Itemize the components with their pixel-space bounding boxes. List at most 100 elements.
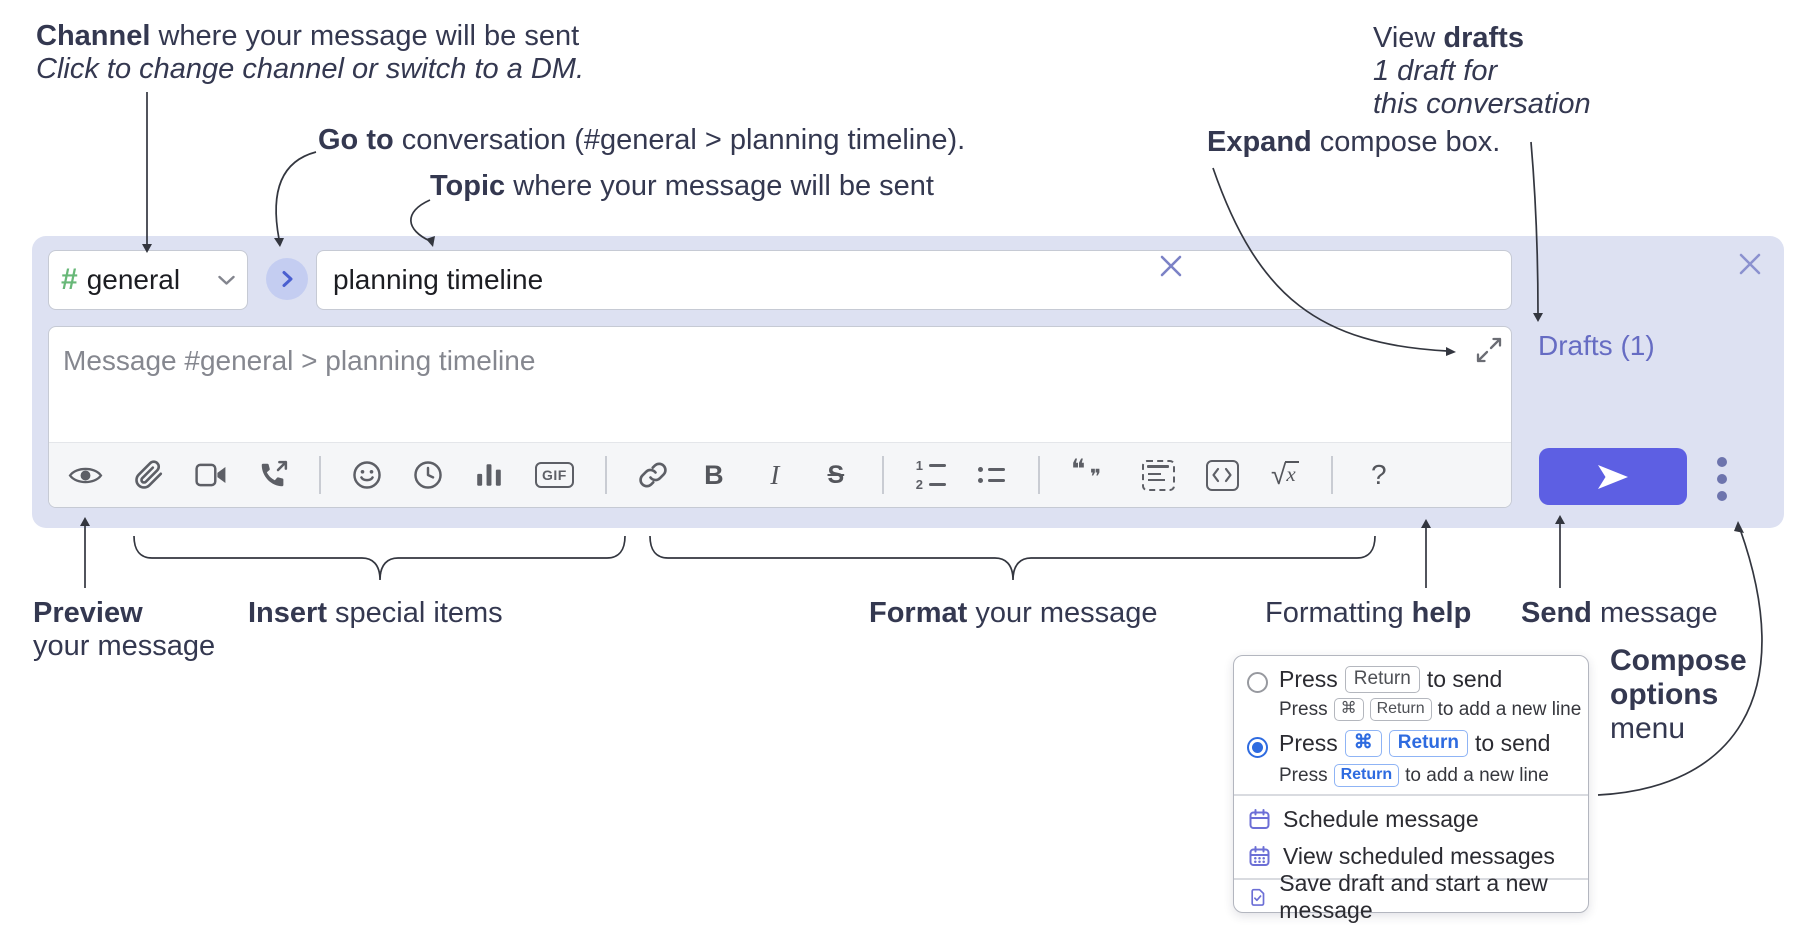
view-drafts-pre: View — [1373, 22, 1444, 54]
topic-leader-line — [410, 199, 431, 242]
compose-close-button[interactable] — [1734, 248, 1766, 280]
format-annotation: Format your message — [869, 597, 1158, 630]
toolbar-divider — [1037, 456, 1040, 494]
insert-annotation-bold: Insert — [248, 597, 327, 629]
topic-annotation-bold: Topic — [430, 170, 506, 202]
toolbar-divider — [1330, 456, 1333, 494]
italic-button[interactable]: I — [760, 453, 790, 497]
eye-icon — [68, 467, 103, 483]
menu-item-label: View scheduled messages — [1283, 842, 1555, 869]
option2-subtext: Press Return to add a new line — [1279, 764, 1549, 787]
expand-diagonal-icon — [1476, 337, 1502, 363]
goto-leader-line — [275, 151, 317, 240]
option1-press: Press — [1279, 666, 1338, 692]
compose-options-button[interactable] — [1716, 457, 1728, 537]
menu-item-view-scheduled[interactable]: View scheduled messages — [1234, 838, 1588, 874]
preview-button[interactable] — [68, 453, 103, 497]
audio-call-button[interactable] — [258, 453, 288, 497]
menu-divider — [1234, 878, 1588, 880]
bulleted-list-icon — [978, 467, 1006, 483]
emoji-button[interactable] — [352, 453, 382, 497]
compose-options-line2: options — [1610, 678, 1719, 711]
time-button[interactable] — [413, 453, 443, 497]
olist-num-2: 2 — [915, 477, 923, 492]
spoiler-button[interactable] — [1141, 453, 1175, 497]
strikethrough-icon: S — [827, 460, 845, 489]
preview-annotation-bold: Preview — [33, 597, 143, 629]
channel-annotation-rest: where your message will be sent — [150, 20, 580, 52]
compose-options-line1: Compose — [1610, 644, 1747, 677]
kbd-return: Return — [1369, 698, 1432, 721]
calendar-icon — [1249, 808, 1270, 829]
bulleted-list-button[interactable] — [977, 453, 1007, 497]
radio-cmd-return-to-send[interactable] — [1247, 737, 1268, 758]
compose-options-line3: menu — [1610, 712, 1686, 745]
formatting-help-pre: Formatting — [1265, 597, 1412, 629]
quote-close-glyph: ❞ — [1089, 466, 1102, 489]
option1-tail: to send — [1426, 666, 1503, 692]
option2-tail: to send — [1475, 730, 1551, 756]
topic-input-value: planning timeline — [333, 264, 544, 295]
view-drafts-line3: this conversation — [1373, 88, 1591, 120]
kbd-return: Return — [1344, 666, 1420, 693]
send-annotation-rest: message — [1591, 597, 1718, 629]
drafts-link[interactable]: Drafts (1) — [1538, 330, 1655, 361]
menu-item-save-draft[interactable]: Save draft and start a new message — [1234, 870, 1588, 923]
channel-name: general — [86, 264, 181, 295]
quote-icon: ❝ ❞ — [1071, 454, 1111, 492]
sqrt-x-glyph: x — [1285, 461, 1299, 485]
formatting-help-annotation: Formatting help — [1265, 597, 1471, 630]
attach-file-button[interactable] — [134, 453, 164, 497]
option1-subtext: Press ⌘ Return to add a new line — [1279, 698, 1581, 721]
preview-annotation-line2: your message — [33, 630, 216, 662]
send-annotation-bold: Send — [1521, 597, 1592, 629]
poll-button[interactable] — [474, 453, 504, 497]
math-sqrt-icon: √ x — [1271, 461, 1299, 489]
insert-annotation-rest: special items — [326, 597, 503, 629]
send-button[interactable] — [1539, 448, 1687, 505]
radio-return-to-send[interactable] — [1247, 672, 1268, 693]
kebab-dot — [1717, 491, 1727, 501]
olist-num-1: 1 — [915, 458, 923, 473]
send-icon — [1598, 464, 1628, 489]
code-button[interactable] — [1205, 453, 1239, 497]
expand-compose-button[interactable] — [1475, 336, 1505, 366]
option-return-to-send[interactable]: Press Return to send — [1279, 666, 1502, 693]
topic-annotation: Topic where your message will be sent — [430, 170, 934, 203]
topic-input[interactable]: planning timeline — [316, 250, 1512, 310]
option2-sub-press: Press — [1279, 764, 1328, 786]
preview-annotation: Preview your message — [33, 597, 215, 663]
clear-x-icon — [1160, 255, 1182, 277]
go-to-conversation-button[interactable] — [266, 258, 308, 300]
gif-button[interactable]: GIF — [535, 453, 574, 497]
channel-selector[interactable]: # general — [48, 250, 248, 310]
numbered-list-button[interactable]: 1 2 — [915, 453, 946, 497]
quote-button[interactable]: ❝ ❞ — [1071, 453, 1111, 497]
formatting-help-button[interactable]: ? — [1364, 453, 1394, 497]
math-button[interactable]: √ x — [1270, 453, 1300, 497]
insert-annotation: Insert special items — [248, 597, 503, 630]
video-call-button[interactable] — [195, 453, 227, 497]
spoiler-icon — [1141, 459, 1175, 491]
link-button[interactable] — [638, 453, 668, 497]
kebab-dot — [1717, 474, 1727, 484]
compose-box: # general planning timeline Message — [32, 236, 1784, 528]
toolbar-divider — [881, 456, 884, 494]
option1-sub-tail: to add a new line — [1437, 698, 1582, 720]
goto-annotation: Go to conversation (#general > planning … — [318, 124, 965, 157]
kbd-cmd: ⌘ — [1333, 698, 1364, 721]
topic-clear-button[interactable] — [1156, 251, 1186, 281]
channel-annotation-bold: Channel — [36, 20, 151, 52]
view-drafts-bold: drafts — [1443, 22, 1524, 54]
kebab-dot — [1717, 457, 1727, 467]
bold-button[interactable]: B — [699, 453, 729, 497]
view-drafts-line2: 1 draft for — [1373, 55, 1498, 87]
message-box: Message #general > planning timeline — [48, 326, 1512, 508]
sqrt-radical-glyph: √ — [1270, 459, 1287, 490]
kbd-return-blue: Return — [1388, 730, 1469, 757]
strikethrough-button[interactable]: S — [821, 453, 851, 497]
option-cmd-return-to-send[interactable]: Press ⌘ Return to send — [1279, 730, 1550, 757]
menu-item-schedule-message[interactable]: Schedule message — [1234, 801, 1588, 837]
message-input[interactable]: Message #general > planning timeline — [63, 345, 536, 376]
video-camera-icon — [195, 463, 226, 487]
